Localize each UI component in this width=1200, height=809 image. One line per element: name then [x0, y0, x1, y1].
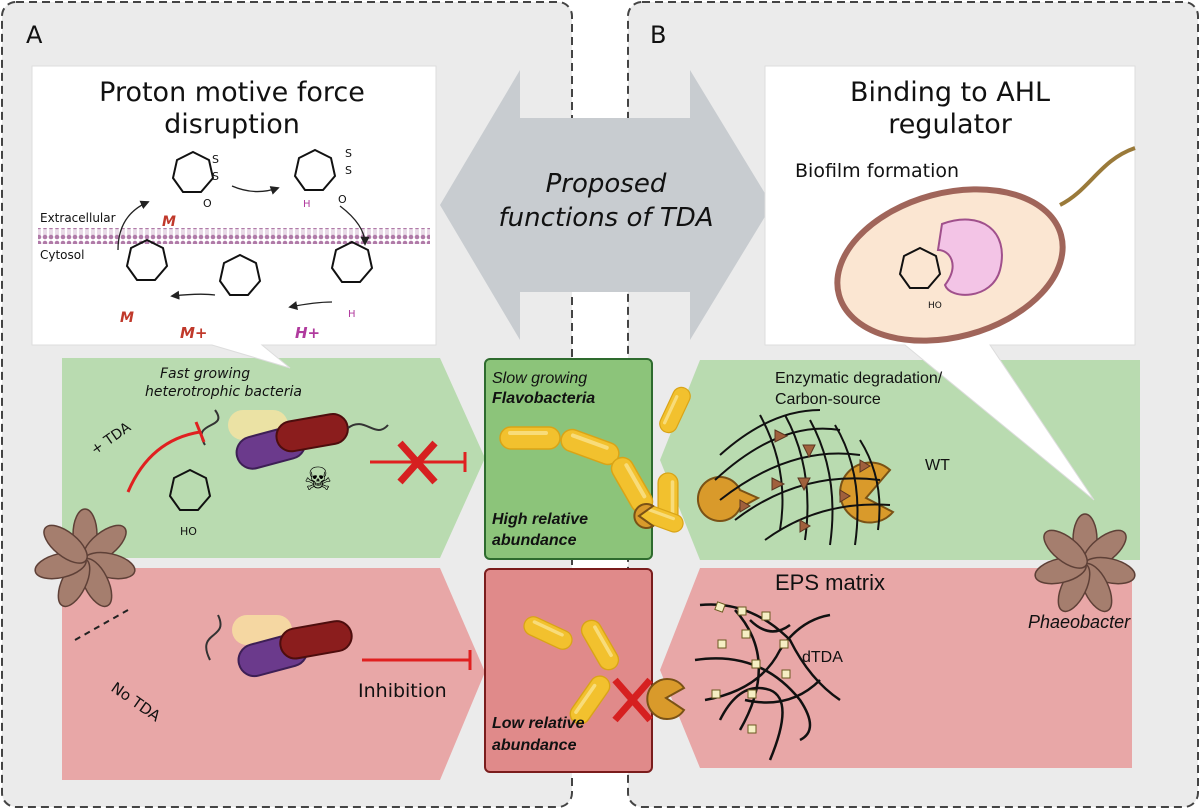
dtda-squares — [711, 601, 791, 734]
high-abundance-line2: abundance — [492, 532, 577, 549]
phaeobacter-rosette-right — [1034, 513, 1136, 613]
cytosol-label: Cytosol — [40, 248, 84, 262]
proton-h-plus: H+ — [295, 324, 320, 342]
heterotrophic-bacteria-uninhibited — [205, 614, 353, 678]
callout-pmf — [31, 65, 437, 369]
sulfur-label: S — [212, 153, 219, 166]
pmf-title-line1: Proton motive force — [99, 77, 365, 108]
metal-ion-m: M — [120, 310, 134, 326]
low-abundance-line2: abundance — [492, 737, 577, 754]
red-band-right — [660, 568, 1132, 768]
wt-label: WT — [925, 457, 950, 474]
eps-matrix-label: EPS matrix — [775, 570, 885, 595]
hydrogen-label: H — [303, 199, 311, 210]
inhibition-bar — [194, 421, 206, 443]
cross-icon — [612, 677, 653, 723]
inhibition-line — [362, 650, 472, 670]
panel-b-label: B — [650, 21, 666, 49]
ahl-title-line2: regulator — [888, 109, 1013, 140]
ahl-title-line1: Binding to AHL — [850, 77, 1050, 108]
carbon-source-triangles — [739, 429, 871, 533]
phaeobacter-cell — [834, 186, 1066, 344]
slow-growing-label: Slow growing — [492, 370, 587, 387]
low-abundance-line1: Low relative — [492, 715, 585, 732]
metal-ion-m: M — [162, 214, 176, 230]
phaeobacter-label: Phaeobacter — [1028, 612, 1131, 632]
fast-growing-line2: heterotrophic bacteria — [145, 384, 302, 400]
pmf-title-line2: disruption — [164, 109, 300, 140]
cross-icon — [397, 440, 438, 485]
heterotrophic-bacteria — [200, 409, 389, 470]
sulfur-label: S — [345, 164, 352, 177]
flavobacteria-label: Flavobacteria — [492, 390, 595, 407]
red-band-left — [62, 568, 485, 780]
cell-membrane — [38, 228, 430, 244]
sulfur-label: S — [212, 170, 219, 183]
green-band-right — [660, 360, 1140, 560]
tda-ho-label: HO — [928, 301, 942, 311]
extracellular-label: Extracellular — [40, 211, 116, 225]
dtda-label: dTDA — [802, 649, 843, 666]
sulfur-label: S — [345, 147, 352, 160]
enzymatic-degradation-line2: Carbon-source — [775, 391, 881, 408]
fast-growing-line1: Fast growing — [160, 366, 250, 382]
eps-matrix-fibers — [694, 603, 841, 761]
flavobacteria-high-box — [484, 358, 653, 560]
metal-ion-m-plus: M+ — [180, 324, 208, 342]
hydrogen-label: H — [348, 309, 356, 320]
enzymatic-degradation-line1: Enzymatic degradation/ — [775, 370, 943, 387]
arrow-text-line1: Proposed — [546, 169, 667, 199]
skull-crossbones-icon: ☠ — [304, 460, 333, 498]
flagellum — [1059, 146, 1136, 207]
tda-ho-label: HO — [180, 525, 197, 538]
ahl-regulator — [936, 218, 1003, 296]
inhibition-label: Inhibition — [358, 680, 447, 702]
oxygen-label: O — [338, 193, 347, 206]
high-abundance-line1: High relative — [492, 511, 588, 528]
reaction-arrows — [117, 185, 370, 311]
proposed-functions-arrow — [440, 70, 772, 340]
arrow-text-line2: functions of TDA — [498, 203, 713, 233]
biofilm-label: Biofilm formation — [795, 160, 959, 182]
phaeobacter-rosette-left — [34, 508, 136, 608]
tda-inhibition-arc — [126, 430, 201, 493]
panel-a-label: A — [26, 21, 43, 49]
oxygen-label: O — [203, 197, 212, 210]
